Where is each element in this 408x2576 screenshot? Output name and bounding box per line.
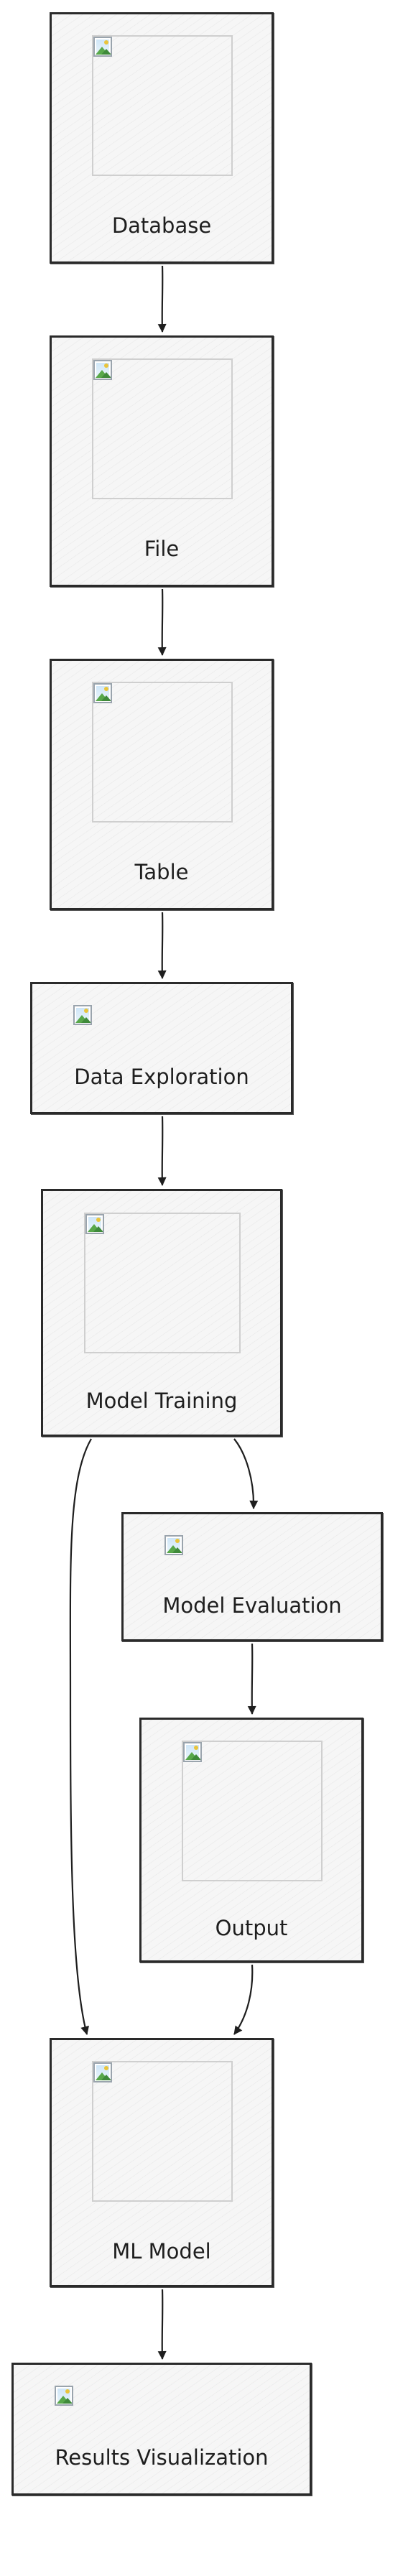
- edge-model-training-to-model-evaluation: [233, 1438, 259, 1509]
- node-ml-model[interactable]: ML Model: [50, 2038, 274, 2287]
- edge-table-to-data-exploration: [157, 912, 167, 979]
- edge-model-evaluation-to-output: [247, 1643, 256, 1715]
- broken-image-icon: [93, 360, 112, 380]
- node-data-exploration[interactable]: Data Exploration: [30, 982, 293, 1114]
- node-file[interactable]: File: [50, 335, 274, 587]
- broken-image-icon: [73, 1005, 92, 1025]
- node-image-frame: [92, 358, 233, 499]
- edge-model-training-to-ml-model: [69, 1438, 92, 2035]
- edge-file-to-table: [157, 588, 167, 656]
- node-label: Output: [215, 1916, 288, 1940]
- node-database[interactable]: Database: [50, 12, 274, 264]
- node-model-training[interactable]: Model Training: [41, 1189, 282, 1437]
- broken-image-icon: [85, 1214, 104, 1234]
- edge-data-exploration-to-model-training: [157, 1116, 167, 1186]
- node-label: Database: [111, 213, 212, 238]
- node-results-visualization[interactable]: Results Visualization: [11, 2363, 312, 2496]
- broken-image-icon: [93, 2062, 112, 2082]
- node-label: Table: [134, 860, 189, 884]
- node-label: Data Exploration: [74, 1065, 249, 1089]
- node-label: Model Evaluation: [162, 1593, 342, 1618]
- node-label: File: [144, 537, 180, 561]
- node-image-frame: [84, 1213, 241, 1353]
- node-output[interactable]: Output: [139, 1718, 363, 1963]
- node-image-frame: [92, 2061, 233, 2202]
- node-table[interactable]: Table: [50, 659, 274, 910]
- edge-database-to-file: [157, 265, 167, 333]
- node-image-frame: [92, 35, 233, 176]
- edge-ml-model-to-results-visualization: [157, 2289, 167, 2360]
- node-image-frame: [92, 682, 233, 823]
- broken-image-icon: [93, 37, 112, 57]
- broken-image-icon: [55, 2386, 73, 2406]
- node-label: Results Visualization: [55, 2445, 269, 2470]
- broken-image-icon: [93, 683, 112, 703]
- node-label: Model Training: [85, 1389, 238, 1413]
- broken-image-icon: [164, 1535, 183, 1555]
- node-model-evaluation[interactable]: Model Evaluation: [121, 1512, 383, 1641]
- edge-output-to-ml-model: [233, 1964, 254, 2035]
- node-label: ML Model: [112, 2239, 211, 2264]
- broken-image-icon: [183, 1742, 202, 1762]
- node-image-frame: [182, 1741, 323, 1881]
